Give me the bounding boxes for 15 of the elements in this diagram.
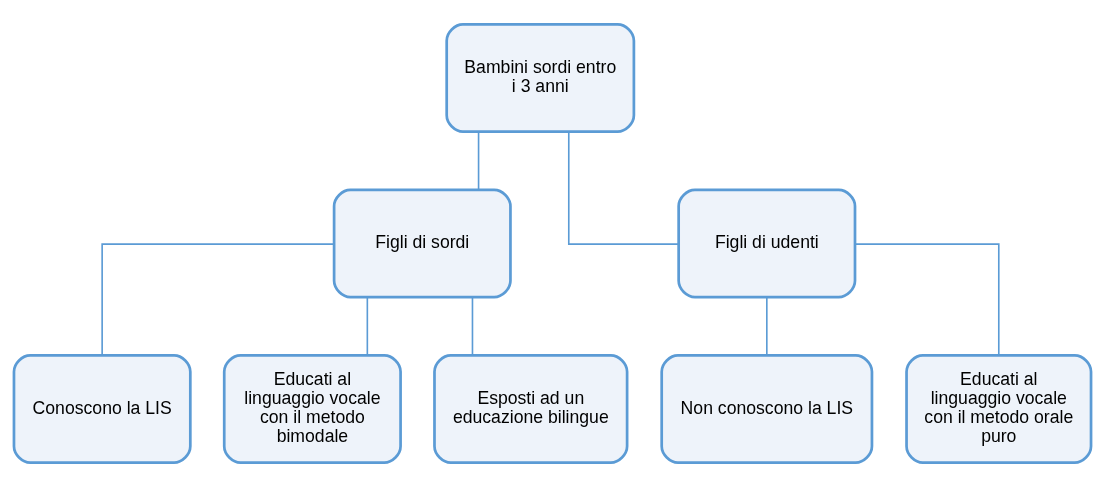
node-box: Esposti ad un educazione bilingue [433,353,629,464]
connector [477,130,480,190]
connector [366,295,369,356]
connector [471,295,474,356]
node-box: Non conoscono la LIS [660,353,874,464]
node-box: Educati al linguaggio vocale con il metodo bimodale [222,353,402,464]
connector [766,295,768,356]
node-box: Figli di udenti [677,188,857,298]
node-box: Bambini sordi entro i 3 anni [445,22,636,133]
node-box: Conoscono la LIS [12,353,192,464]
connector [567,130,680,245]
node-box: Educati al linguaggio vocale con il metodo orale puro [905,353,1093,464]
connector [854,242,1000,356]
connector [101,242,335,356]
node-box: Figli di sordi [332,188,512,298]
